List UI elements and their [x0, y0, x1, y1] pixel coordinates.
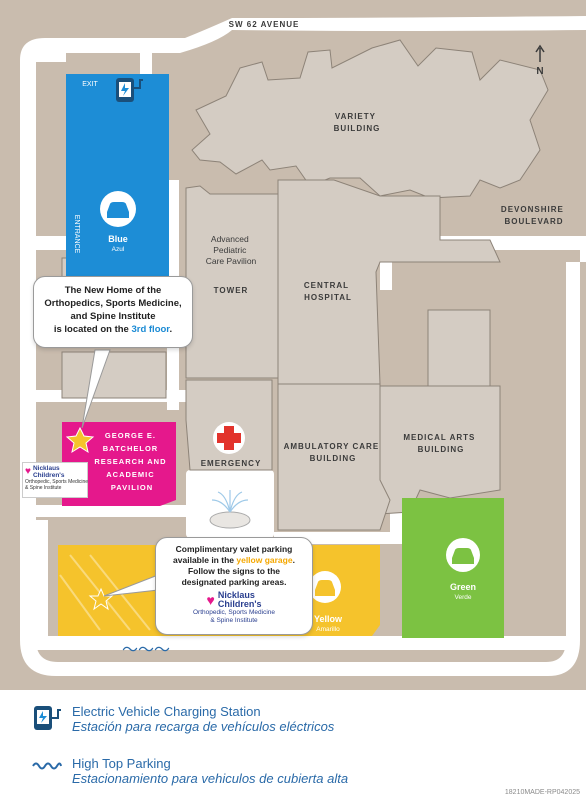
variety-label-line1: VARIETY [335, 112, 376, 121]
svg-text:DEVONSHIRE BOULEVARD: DEVONSHIRE BOULEVARD [501, 205, 567, 226]
advanced-label-line3: Care Pavilion [206, 256, 257, 266]
callout-valet-line3: Follow the signs to the [187, 566, 281, 576]
nicklaus-tag-line1: Orthopedic, Sports Medicine [25, 479, 89, 485]
batchelor-line3: RESEARCH AND [94, 457, 166, 466]
nicklaus-name-line2: Children's [32, 472, 65, 479]
ambulatory-label-line1: AMBULATORY CARE [284, 442, 380, 451]
medical-arts-label-line2: BUILDING [418, 445, 465, 454]
yellow-garage-name: Yellow [314, 614, 343, 624]
ev-charging-icon [34, 706, 61, 730]
svg-text:GEORGE E. BATCHELOR: GEORGE E. BATCHELOR RESEARCH AND ACADEMI… [94, 431, 169, 492]
roads [20, 0, 586, 676]
green-garage-sub: Verde [455, 594, 472, 601]
campus-map: Blue Azul EXIT ENTRANCE Green Verde Yell… [0, 0, 586, 690]
valet-nicklaus-tag2: & Spine Institute [210, 617, 258, 624]
nicklaus-logo-valet: ♥ Nicklaus Children's Orthopedic, Sports… [156, 591, 312, 625]
batchelor-star [65, 426, 95, 454]
street-devonshire-line1: DEVONSHIRE [501, 205, 564, 214]
blue-garage[interactable]: Blue Azul EXIT ENTRANCE [66, 74, 169, 284]
tower-label: TOWER [214, 286, 249, 295]
callout-ortho-pointer [81, 349, 111, 429]
north-label: N [536, 66, 543, 77]
batchelor-pavilion[interactable]: GEORGE E. BATCHELOR RESEARCH AND ACADEMI… [62, 422, 176, 506]
yellow-garage-sub: Amarillo [316, 626, 340, 633]
callout-valet-line2-post: . [292, 555, 295, 565]
blue-garage-sub: Azul [112, 246, 125, 253]
high-top-wave-icon [32, 762, 62, 770]
blue-garage-exit-label: EXIT [82, 81, 98, 88]
ev-charging-icon [116, 78, 143, 102]
central-label-line2: HOSPITAL [304, 293, 352, 302]
legend-high-top: High Top Parking Estacionamiento para ve… [32, 756, 348, 786]
callout-ortho-location: The New Home of the Orthopedics, Sports … [33, 276, 193, 348]
callout-valet-parking: Complimentary valet parking available in… [155, 537, 313, 635]
valet-nicklaus-tag1: Orthopedic, Sports Medicine [192, 609, 275, 616]
heart-logo-icon: ♥ [206, 592, 215, 608]
batchelor-line2: BATCHELOR [103, 444, 159, 453]
callout-ortho-line4-post: . [169, 324, 173, 335]
callout-valet-line2-pre: available in the [173, 555, 237, 565]
legend-ev-title: Electric Vehicle Charging Station [72, 704, 261, 719]
nicklaus-logo-batchelor: ♥ Nicklaus Children's Orthopedic, Sports… [22, 462, 88, 498]
variety-label-line2: BUILDING [334, 124, 381, 133]
main-buildings [61, 39, 549, 531]
batchelor-line1: GEORGE E. [105, 431, 156, 440]
central-label-line1: CENTRAL [304, 281, 349, 290]
svg-text:MEDICAL ARTS BUILDING: MEDICAL ARTS BUILDING [403, 433, 478, 454]
svg-text:VARIETY BUILDING: VARIETY BUILDING [334, 112, 381, 133]
emergency-icon [213, 422, 245, 454]
emergency-label: EMERGENCY [201, 459, 262, 468]
blue-garage-entrance-label: ENTRANCE [73, 215, 80, 254]
callout-ortho-line2: Orthopedics, Sports Medicine, [44, 298, 182, 309]
document-code: 18210MADE-RP042025 [504, 789, 580, 796]
high-top-parking-marker: 〜〜〜 [122, 640, 170, 659]
legend-high-top-sub: Estacionamiento para vehiculos de cubier… [72, 771, 349, 786]
callout-ortho-line1: The New Home of the [64, 285, 162, 296]
callout-ortho-line4-pre: is located on the [53, 324, 132, 335]
legend-ev: Electric Vehicle Charging Station Estaci… [32, 704, 334, 734]
svg-text:Advanced Pediatric Car: Advanced Pediatric Care Pavilion [206, 234, 257, 266]
batchelor-line4: ACADEMIC [106, 470, 154, 479]
batchelor-line5: PAVILION [111, 483, 153, 492]
callout-valet-line4: designated parking areas. [181, 577, 287, 587]
advanced-label-line2: Pediatric [213, 245, 247, 255]
valet-nicklaus-line1: Nicklaus [217, 590, 255, 600]
street-devonshire-line2: BOULEVARD [504, 217, 563, 226]
green-garage-name: Green [450, 582, 476, 592]
nicklaus-tag-line2: & Spine Institute [25, 485, 62, 491]
valet-nicklaus-line2: Children's [217, 599, 262, 609]
yellow-garage-star [88, 587, 114, 611]
callout-valet-yellow-garage: yellow garage [236, 555, 293, 565]
svg-text:AMBULATORY CARE BUILDING: AMBULATORY CARE BUILDING [284, 442, 383, 463]
legend-high-top-title: High Top Parking [72, 756, 171, 771]
north-arrow: N [535, 44, 545, 77]
heart-logo-icon: ♥ [25, 466, 31, 477]
fountain-icon [209, 490, 251, 529]
legend-ev-sub: Estación para recarga de vehículos eléct… [72, 719, 335, 734]
ambulatory-label-line2: BUILDING [310, 454, 357, 463]
legend: Electric Vehicle Charging Station Estaci… [0, 690, 586, 800]
green-garage[interactable]: Green Verde [402, 498, 504, 638]
medical-arts-label-line1: MEDICAL ARTS [403, 433, 475, 442]
blue-garage-name: Blue [108, 234, 128, 244]
nicklaus-name-line1: Nicklaus [32, 465, 60, 472]
callout-ortho-3rd-floor: 3rd floor [131, 324, 170, 335]
callout-valet-line1: Complimentary valet parking [175, 544, 293, 554]
street-sw62-avenue: SW 62 AVENUE [229, 20, 300, 29]
callout-ortho-line3: and Spine Institute [70, 311, 156, 322]
advanced-label-line1: Advanced [211, 234, 249, 244]
svg-text:CENTRAL HOSPITAL: CENTRAL HOSPITAL [304, 281, 352, 302]
